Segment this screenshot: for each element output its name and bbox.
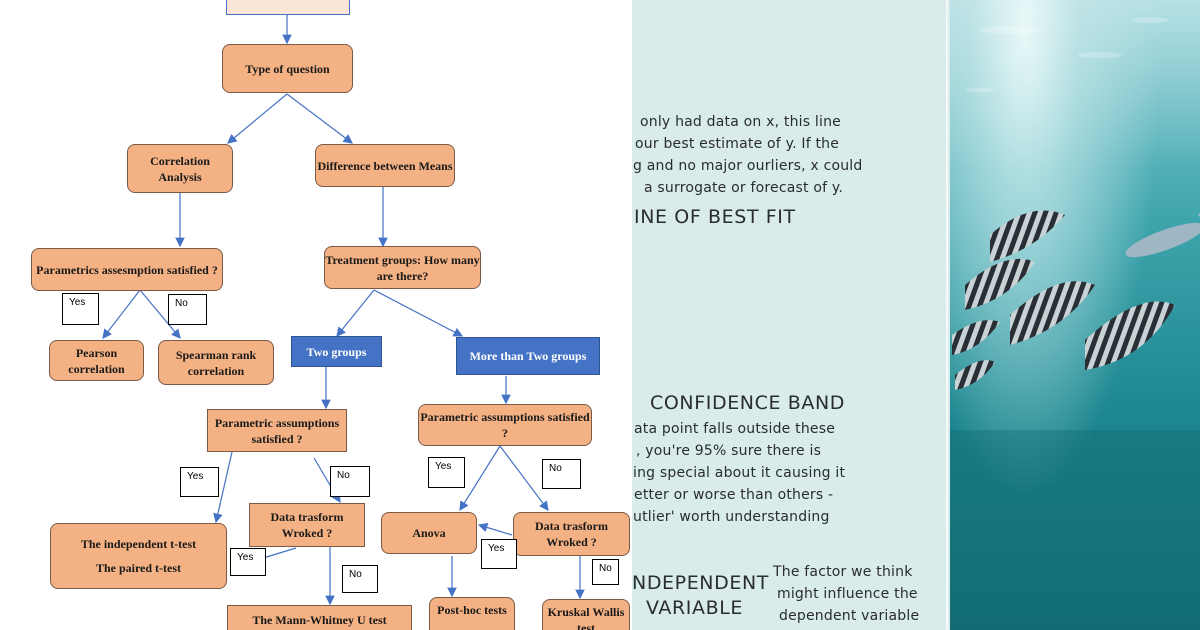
whiteboard-line-1: only had data on x, this line	[640, 114, 841, 130]
whiteboard-panel: only had data on x, this line our best e…	[632, 0, 950, 630]
striped-fish	[952, 210, 1175, 390]
fish-school-illustration	[950, 0, 1200, 630]
no-label-more-groups: No	[542, 459, 581, 489]
correlation-analysis-node: Correlation Analysis	[127, 144, 233, 193]
no-label-transform-more: No	[592, 559, 619, 585]
no-label-correlation: No	[168, 294, 207, 325]
arrow-type-to-difference	[286, 93, 353, 144]
parametric-assumption-correlation-node: Parametrics assesmption satisfied ?	[31, 248, 223, 291]
whiteboard-line-9: utlier' worth understanding	[633, 509, 830, 525]
kruskal-wallis-node: Kruskal Wallis test	[542, 599, 630, 630]
t-test-node: The independent t-test The paired t-test	[50, 523, 227, 589]
whiteboard-line-7: ing special about it causing it	[633, 465, 846, 481]
whiteboard-line-5: ata point falls outside these	[634, 421, 836, 437]
variable-heading: VARIABLE	[646, 597, 744, 619]
yes-label-transform-two: Yes	[230, 548, 266, 576]
arrow-assumptions-more-to-transform	[499, 445, 549, 511]
fish-silhouette	[1125, 212, 1200, 258]
difference-between-means-node: Difference between Means	[315, 144, 455, 187]
whiteboard-frame-edge	[946, 0, 948, 630]
parametric-assumptions-two-groups-node: Parametric assumptions satisfied ?	[207, 409, 347, 452]
arrow-assumptions-more-to-anova	[459, 445, 501, 512]
type-of-question-node: Type of question	[222, 44, 353, 93]
whiteboard-line-4: a surrogate or forecast of y.	[644, 180, 844, 196]
independent-heading: NDEPENDENT	[632, 572, 769, 594]
pearson-correlation-node: Pearson correlation	[49, 340, 144, 381]
data-transform-two-groups-node: Data trasform Wroked ?	[249, 503, 365, 547]
independent-t-test-label: The independent t-test	[80, 537, 197, 551]
arrow-assumption-to-pearson	[102, 289, 141, 339]
parametric-assumptions-more-groups-node: Parametric assumptions satisfied ?	[418, 404, 592, 446]
whiteboard-line-6: , you're 95% sure there is	[636, 443, 822, 459]
post-hoc-tests-node: Post-hoc tests	[429, 597, 515, 630]
whiteboard-line-8: etter or worse than others -	[634, 487, 834, 503]
arrow-assumption-to-spearman	[139, 289, 181, 339]
anova-node: Anova	[381, 512, 477, 554]
mann-whitney-node: The Mann-Whitney U test	[227, 605, 412, 630]
arrow-treatment-to-more	[373, 289, 464, 337]
top-node	[226, 0, 350, 15]
yes-label-two-groups: Yes	[180, 467, 219, 497]
line-of-best-fit-heading: INE OF BEST FIT	[634, 206, 796, 228]
arrow-type-to-correlation	[227, 93, 288, 144]
whiteboard-line-2: our best estimate of y. If the	[635, 136, 840, 152]
arrow-treatment-to-two	[336, 289, 375, 337]
paired-t-test-label: The paired t-test	[95, 561, 182, 575]
no-label-transform-two: No	[342, 565, 378, 593]
no-label-two-groups: No	[330, 466, 370, 497]
ocean-photo	[950, 0, 1200, 630]
whiteboard-note-2: might influence the	[777, 586, 918, 602]
more-than-two-groups-node: More than Two groups	[456, 337, 600, 375]
arrow-transform-more-to-anova	[477, 522, 513, 536]
confidence-band-heading: CONFIDENCE BAND	[650, 392, 846, 414]
spearman-rank-correlation-node: Spearman rank correlation	[158, 340, 274, 385]
yes-label-transform-more: Yes	[481, 539, 517, 569]
flowchart-panel: Type of question Correlation Analysis Di…	[31, 0, 630, 630]
whiteboard-note-3: dependent variable	[779, 608, 920, 624]
sunlight-rays	[950, 0, 1200, 170]
two-groups-node: Two groups	[291, 336, 382, 367]
whiteboard-line-3: g and no major ourliers, x could	[633, 158, 863, 174]
yes-label-correlation: Yes	[62, 293, 99, 325]
arrow-assumptions-two-to-ttest	[213, 451, 233, 524]
deep-water-shade	[950, 430, 1200, 630]
data-transform-more-groups-node: Data trasform Wroked ?	[513, 512, 630, 556]
whiteboard-note-1: The factor we think	[773, 564, 913, 580]
surface-ripples	[965, 17, 1168, 92]
yes-label-more-groups: Yes	[428, 457, 465, 488]
treatment-groups-node: Treatment groups: How many are there?	[324, 246, 481, 289]
